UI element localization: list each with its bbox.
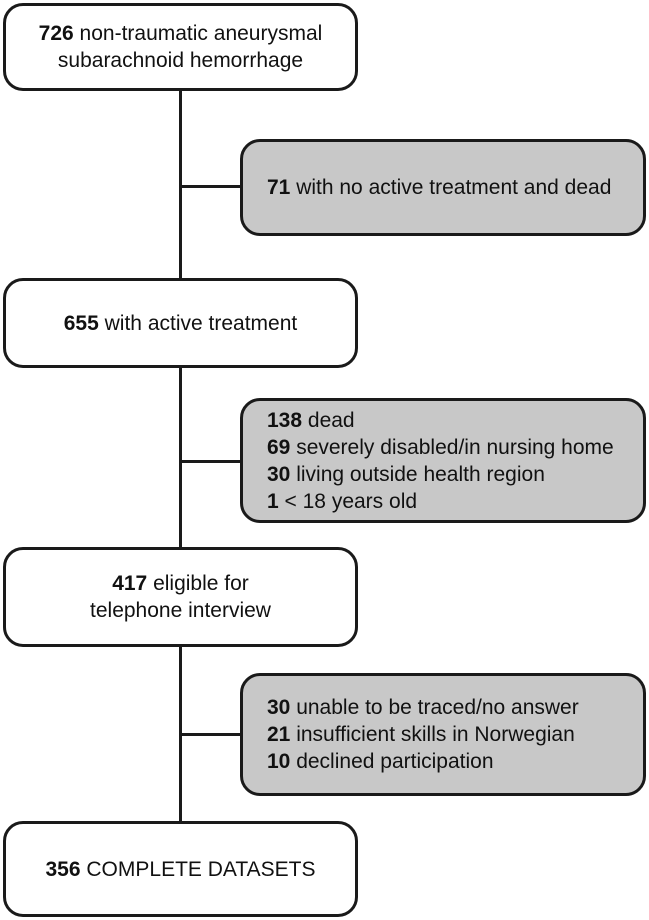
eligible-text1: eligible for: [153, 572, 249, 595]
exclusion-3-item: 30 unable to be traced/no answer: [267, 694, 579, 721]
branch-connector-1: [179, 185, 243, 188]
complete-datasets-count: 356: [45, 857, 81, 881]
exclusion-2-item-count: 69: [267, 435, 291, 459]
exclusion-box-3: 30 unable to be traced/no answer 21 insu…: [240, 673, 646, 796]
initial-cohort-box: 726 non-traumatic aneurysmal subarachnoi…: [3, 3, 358, 91]
eligible-count: 417: [112, 572, 148, 595]
exclusion-3-item-text: declined participation: [296, 750, 494, 773]
exclusion-2-item: 1 < 18 years old: [267, 488, 417, 515]
initial-cohort-line1: 726 non-traumatic aneurysmal: [39, 20, 323, 47]
initial-cohort-line2: subarachnoid hemorrhage: [57, 49, 304, 72]
exclusion-2-item-count: 138: [267, 408, 303, 432]
active-treatment-text: with active treatment: [104, 311, 298, 335]
exclusion-2-item-text: severely disabled/in nursing home: [296, 435, 614, 459]
exclusion-3-item: 10 declined participation: [267, 748, 494, 775]
exclusion-2-item-text: < 18 years old: [284, 489, 418, 513]
complete-datasets-line: 356 COMPLETE DATASETS: [46, 856, 316, 883]
exclusion-2-item: 30 living outside health region: [267, 461, 545, 488]
exclusion-2-item-count: 1: [267, 489, 279, 513]
exclusion-2-item: 69 severely disabled/in nursing home: [267, 434, 614, 461]
exclusion-1-item-count: 71: [267, 176, 291, 199]
eligible-box: 417 eligible for telephone interview: [3, 547, 358, 647]
exclusion-box-1: 71 with no active treatment and dead: [240, 139, 646, 236]
initial-cohort-text1: non-traumatic aneurysmal: [79, 22, 323, 45]
active-treatment-box: 655 with active treatment: [3, 278, 358, 368]
active-treatment-line: 655 with active treatment: [64, 310, 297, 337]
exclusion-2-item-text: dead: [307, 408, 355, 432]
branch-connector-2: [179, 460, 243, 463]
initial-cohort-count: 726: [38, 22, 74, 45]
exclusion-3-item: 21 insufficient skills in Norwegian: [267, 721, 575, 748]
branch-connector-3: [179, 733, 243, 736]
exclusion-2-item-count: 30: [267, 462, 291, 486]
complete-datasets-box: 356 COMPLETE DATASETS: [3, 821, 358, 917]
active-treatment-count: 655: [63, 311, 99, 335]
exclusion-3-item-count: 30: [267, 696, 291, 719]
exclusion-3-item-text: insufficient skills in Norwegian: [296, 723, 575, 746]
eligible-line2: telephone interview: [90, 599, 271, 622]
eligible-line1: 417 eligible for: [112, 570, 249, 597]
exclusion-box-2: 138 dead 69 severely disabled/in nursing…: [240, 398, 646, 523]
exclusion-2-item-text: living outside health region: [296, 462, 545, 486]
exclusion-3-item-count: 21: [267, 723, 291, 746]
exclusion-3-item-text: unable to be traced/no answer: [296, 696, 579, 719]
complete-datasets-text: COMPLETE DATASETS: [86, 857, 316, 881]
main-vertical-connector: [179, 90, 182, 825]
exclusion-2-item: 138 dead: [267, 407, 355, 434]
exclusion-3-item-count: 10: [267, 750, 291, 773]
exclusion-1-item-text: with no active treatment and dead: [296, 176, 612, 199]
exclusion-1-item: 71 with no active treatment and dead: [267, 174, 611, 201]
